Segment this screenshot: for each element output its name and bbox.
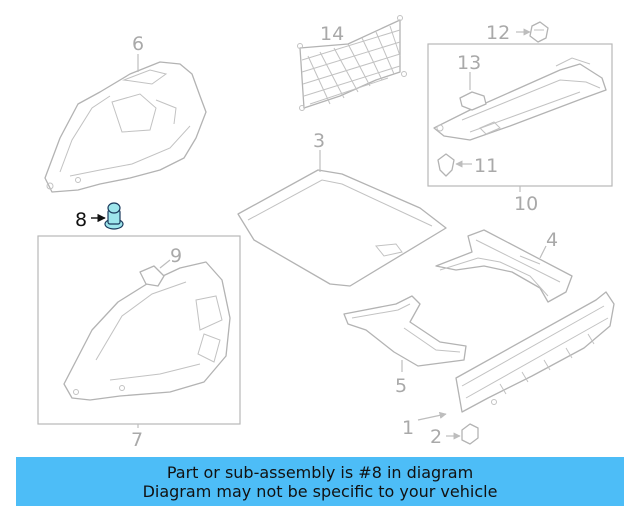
- part-12-clip[interactable]: [529, 21, 549, 43]
- callout-9: 9: [170, 245, 182, 267]
- part-1-sill-plate[interactable]: [455, 291, 615, 413]
- part-10-tonneau-cover[interactable]: [433, 57, 607, 141]
- callout-1: 1: [402, 417, 414, 439]
- callout-7: 7: [131, 429, 143, 451]
- callout-10: 10: [514, 193, 538, 215]
- part-14-cargo-net[interactable]: [297, 15, 407, 111]
- info-banner: Part or sub-assembly is #8 in diagram Di…: [16, 457, 624, 506]
- callout-5: 5: [395, 375, 407, 397]
- part-5-storage-tray[interactable]: [343, 295, 467, 367]
- callout-14: 14: [320, 23, 344, 45]
- callout-12: 12: [486, 22, 510, 44]
- part-7-quarter-trim-lower[interactable]: [63, 261, 231, 401]
- callout-3: 3: [313, 130, 325, 152]
- callout-6: 6: [132, 33, 144, 55]
- leader-9: [159, 259, 171, 269]
- banner-line-1: Part or sub-assembly is #8 in diagram: [166, 462, 474, 482]
- part-13-cap[interactable]: [459, 91, 487, 111]
- part-2-clip[interactable]: [461, 423, 479, 445]
- callout-13: 13: [457, 52, 481, 74]
- part-3-floor-board[interactable]: [237, 169, 447, 287]
- parts-group-box-7: [37, 235, 241, 425]
- part-11-pin[interactable]: [437, 153, 455, 177]
- callout-11: 11: [474, 155, 498, 177]
- part-6-quarter-trim-upper[interactable]: [44, 61, 207, 193]
- leader-1: [417, 411, 447, 421]
- part-9-bracket[interactable]: [139, 265, 165, 287]
- banner-line-2: Diagram may not be specific to your vehi…: [142, 481, 498, 501]
- callout-4: 4: [546, 229, 558, 251]
- leader-4: [539, 245, 547, 259]
- callout-8: 8: [75, 209, 87, 231]
- callout-2: 2: [430, 426, 442, 448]
- parts-diagram: 6 8 14 10: [37, 15, 615, 451]
- part-4-floor-support[interactable]: [435, 229, 573, 303]
- part-8-clip[interactable]: [104, 202, 124, 230]
